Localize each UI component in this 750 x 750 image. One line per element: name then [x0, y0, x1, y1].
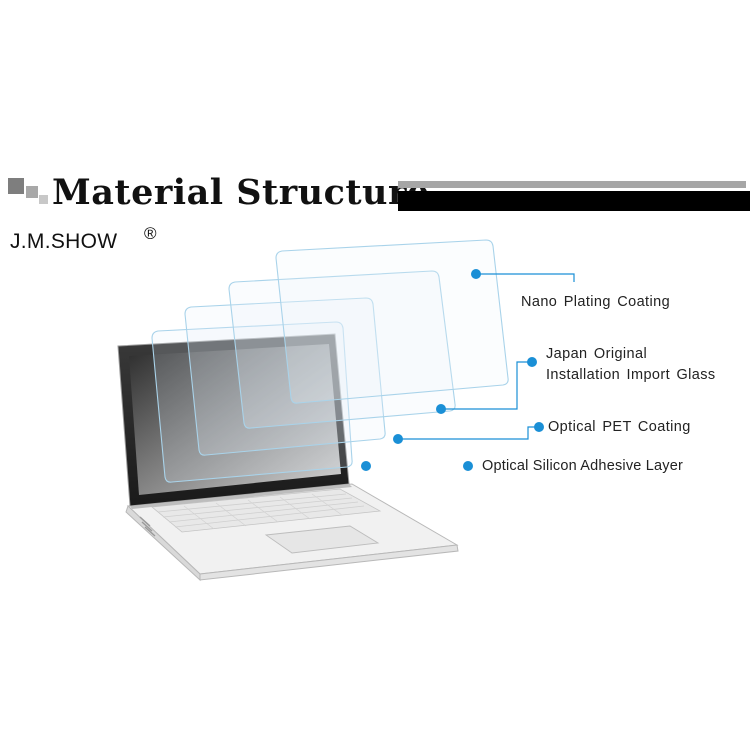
callout-dot-pet-label	[534, 422, 544, 432]
glass-layer-icon	[151, 239, 509, 483]
callout-dots	[361, 269, 544, 471]
callout-dot-pet	[393, 434, 403, 444]
keyboard	[151, 488, 382, 533]
label-nano-plating: Nano Plating Coating	[521, 294, 671, 310]
deco-square-medium	[26, 186, 38, 198]
callout-dot-glass	[436, 404, 446, 414]
header-bar-grey	[398, 181, 746, 188]
callout-dot-nano	[471, 269, 481, 279]
label-japan-glass-line2: Installation Import Glass	[546, 367, 716, 383]
label-japan-glass-line1: Japan Original	[546, 346, 648, 362]
callout-dot-adhesive	[361, 461, 371, 471]
laptop-icon	[117, 333, 459, 582]
page-title: Material Structure	[52, 172, 430, 213]
deco-square-large	[8, 178, 24, 194]
label-optical-pet: Optical PET Coating	[548, 419, 691, 435]
deco-square-small	[39, 195, 48, 204]
brand-name: J.M.SHOW	[10, 230, 118, 253]
trackpad	[264, 525, 380, 554]
callout-dot-adhesive-label	[463, 461, 473, 471]
registered-mark: ®	[144, 224, 157, 243]
callout-lines	[398, 273, 575, 440]
label-silicon-adhesive: Optical Silicon Adhesive Layer	[482, 458, 684, 474]
callout-dot-glass-label	[527, 357, 537, 367]
header-bar-black	[398, 191, 750, 211]
